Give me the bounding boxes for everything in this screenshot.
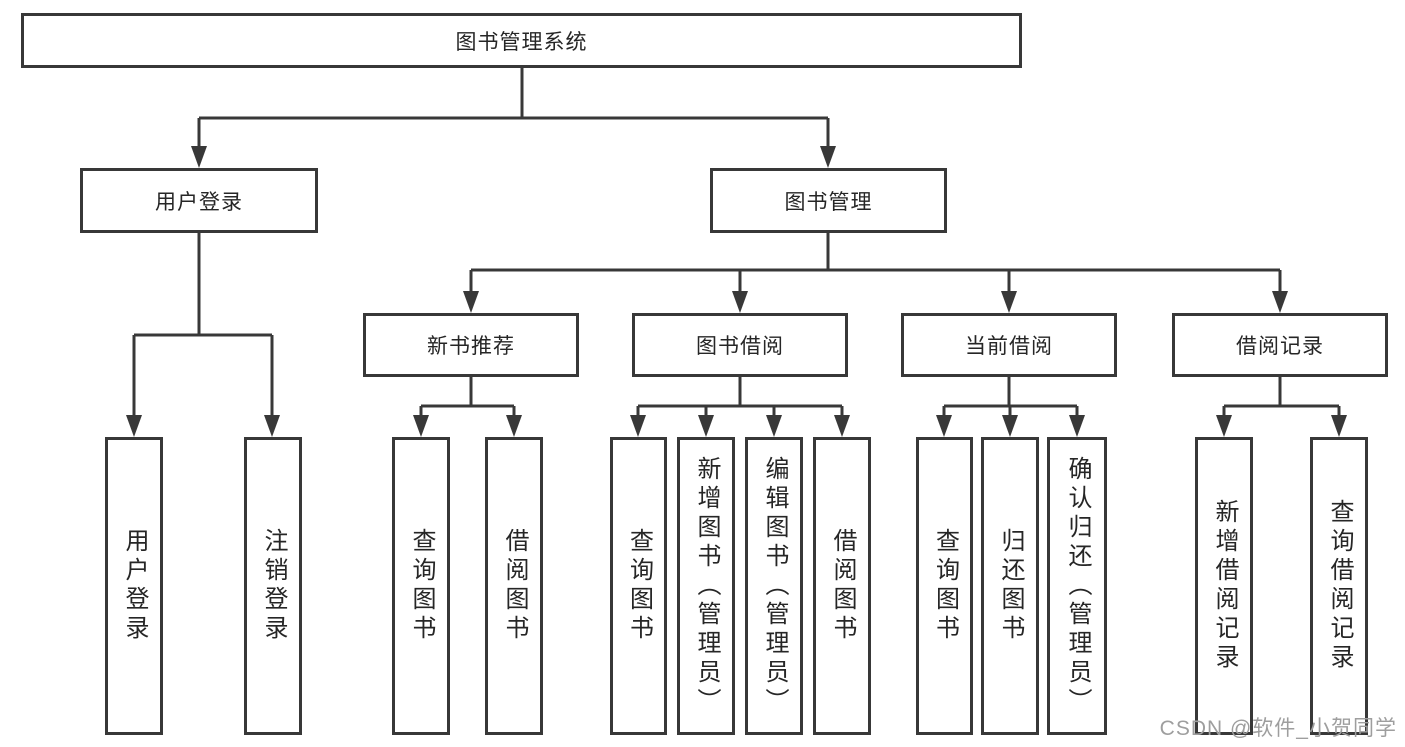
node-book-mgmt-label: 图书管理 <box>784 190 873 214</box>
arrowhead-icon <box>506 415 522 437</box>
node-new-book-box: 新书推荐 <box>363 313 579 377</box>
arrowhead-icon <box>1002 415 1018 437</box>
node-leaf-borrow-edit-label: 编辑图书（管理员） <box>761 455 788 717</box>
node-current-borrow-box: 当前借阅 <box>901 313 1117 377</box>
node-leaf-record-query-box: 查询借阅记录 <box>1310 437 1368 735</box>
node-leaf-borrow-query-box: 查询图书 <box>610 437 667 735</box>
node-leaf-borrow-edit-box: 编辑图书（管理员） <box>745 437 803 735</box>
node-book-mgmt-box: 图书管理 <box>710 168 947 233</box>
csdn-watermark: CSDN @软件_小贺同学 <box>1159 717 1397 740</box>
arrowhead-icon <box>1001 291 1017 313</box>
node-user-login-label: 用户登录 <box>155 190 243 214</box>
arrowhead-icon <box>1272 291 1288 313</box>
node-leaf-newbook-query-box: 查询图书 <box>392 437 450 735</box>
node-root-box: 图书管理系统 <box>21 13 1022 68</box>
node-borrow-record-label: 借阅记录 <box>1236 335 1324 358</box>
node-leaf-borrow-borrow-box: 借阅图书 <box>813 437 871 735</box>
node-root-label: 图书管理系统 <box>455 30 588 54</box>
node-leaf-borrow-add-box: 新增图书（管理员） <box>677 437 735 735</box>
node-new-book-label: 新书推荐 <box>427 335 515 358</box>
node-leaf-newbook-borrow-label: 借阅图书 <box>501 528 528 644</box>
connector-current-borrow <box>942 377 1079 416</box>
node-leaf-logout-box: 注销登录 <box>244 437 302 735</box>
arrowhead-icon <box>732 291 748 313</box>
arrowhead-icon <box>936 415 952 437</box>
node-current-borrow-label: 当前借阅 <box>965 335 1053 358</box>
node-leaf-record-add-label: 新增借阅记录 <box>1211 499 1238 673</box>
connector-new-book <box>419 377 516 416</box>
arrowhead-icon <box>698 415 714 437</box>
node-leaf-borrow-query-label: 查询图书 <box>625 528 653 644</box>
node-leaf-newbook-query-label: 查询图书 <box>408 528 435 644</box>
node-leaf-current-query-box: 查询图书 <box>916 437 973 735</box>
node-leaf-current-confirm-box: 确认归还（管理员） <box>1047 437 1107 735</box>
connector-borrow-record <box>1222 377 1341 416</box>
connector-book-mgmt <box>469 233 1282 292</box>
arrowhead-icon <box>264 415 280 437</box>
arrowhead-icon <box>766 415 782 437</box>
arrowhead-icon <box>126 415 142 437</box>
node-leaf-logout-label: 注销登录 <box>260 528 287 644</box>
arrowhead-icon <box>1069 415 1085 437</box>
node-leaf-current-return-label: 归还图书 <box>997 528 1024 644</box>
arrowhead-icon <box>463 291 479 313</box>
node-leaf-user-login-box: 用户登录 <box>105 437 163 735</box>
arrowhead-icon <box>1216 415 1232 437</box>
node-leaf-borrow-add-label: 新增图书（管理员） <box>693 455 720 717</box>
connector-root <box>197 68 830 147</box>
connector-book-borrow <box>636 377 844 416</box>
arrowhead-icon <box>413 415 429 437</box>
connector-user-login <box>132 233 274 416</box>
arrowhead-icon <box>834 415 850 437</box>
node-user-login-box: 用户登录 <box>80 168 318 233</box>
arrowhead-icon <box>1331 415 1347 437</box>
arrowhead-icon <box>191 146 207 168</box>
node-leaf-record-query-label: 查询借阅记录 <box>1326 499 1353 673</box>
node-leaf-current-return-box: 归还图书 <box>981 437 1039 735</box>
node-book-borrow-label: 图书借阅 <box>696 335 784 358</box>
arrowhead-icon <box>820 146 836 168</box>
node-leaf-record-add-box: 新增借阅记录 <box>1195 437 1253 735</box>
arrowheads <box>126 146 1347 437</box>
arrowhead-icon <box>630 415 646 437</box>
node-leaf-current-query-label: 查询图书 <box>931 528 959 644</box>
node-leaf-current-confirm-label: 确认归还（管理员） <box>1064 455 1091 717</box>
node-leaf-user-login-label: 用户登录 <box>121 528 148 644</box>
node-leaf-borrow-borrow-label: 借阅图书 <box>829 528 856 644</box>
node-leaf-newbook-borrow-box: 借阅图书 <box>485 437 543 735</box>
node-borrow-record-box: 借阅记录 <box>1172 313 1388 377</box>
node-book-borrow-box: 图书借阅 <box>632 313 848 377</box>
